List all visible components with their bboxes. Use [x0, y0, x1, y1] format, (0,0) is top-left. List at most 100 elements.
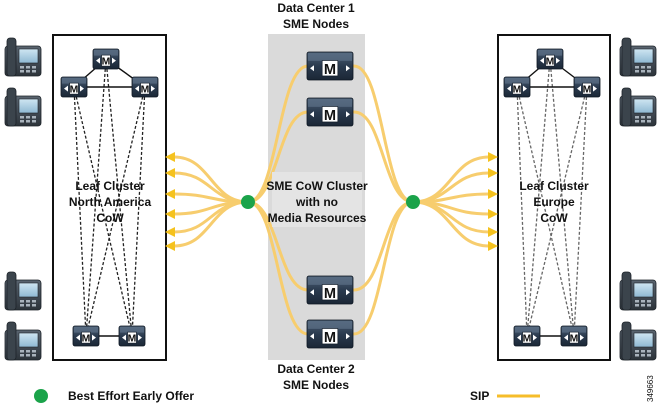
sip-trunk [352, 200, 415, 336]
leaf-eu-line2: Europe [533, 195, 575, 209]
svg-text:M: M [570, 334, 579, 345]
sip-arrowheads [165, 152, 498, 251]
leaf-na-label: Leaf Cluster North America CoW [55, 178, 165, 226]
sip-trunk [411, 200, 491, 248]
green-dot-icon [34, 389, 48, 403]
phones [4, 37, 657, 361]
svg-text:M: M [128, 334, 137, 345]
leaf-na-line2: North America [68, 195, 152, 209]
call-manager-server-icon: M [306, 97, 354, 127]
call-manager-server-icon: M [536, 48, 564, 70]
leaf-na-line3: CoW [96, 211, 124, 225]
sme-text-backdrop [272, 172, 362, 227]
figure-id: 349663 [646, 375, 655, 402]
call-manager-server-icon: M [573, 76, 601, 98]
dc2-line1: Data Center 2 [277, 362, 355, 376]
call-manager-server-icon: M [306, 319, 354, 349]
sme-cluster-label: SME CoW Cluster with no Media Resources [264, 178, 370, 226]
sip-trunk [172, 192, 250, 204]
arrowhead [165, 241, 175, 251]
arrowhead [165, 227, 175, 237]
svg-text:M: M [513, 85, 522, 96]
call-manager-server-icon: M [306, 275, 354, 305]
legend-sip-label: SIP [470, 389, 490, 403]
sip-trunk [352, 64, 415, 204]
ip-phone-icon [4, 271, 42, 311]
cluster-link-dashed [573, 86, 588, 337]
ip-phone-icon [619, 37, 657, 77]
cluster-link-dashed [516, 86, 528, 337]
cluster-link-dashed [549, 58, 575, 337]
leaf-cluster-eu-box [497, 34, 611, 361]
call-manager-server-icon: M [72, 325, 100, 347]
leaf-eu-line3: CoW [540, 211, 568, 225]
sip-trunk [352, 110, 415, 204]
sip-trunk [172, 200, 250, 248]
cluster-link-dashed [526, 58, 551, 337]
dc2-line2: SME Nodes [282, 378, 349, 392]
cluster-link-dashed [526, 86, 588, 337]
dc1-line2: SME Nodes [282, 17, 349, 31]
arrowhead [488, 152, 498, 162]
sip-trunks [172, 64, 491, 336]
sip-trunk [411, 192, 491, 204]
ip-phone-icon [619, 271, 657, 311]
svg-text:M: M [523, 334, 532, 345]
cluster-link-dashed [131, 86, 146, 337]
sip-trunk [246, 110, 310, 204]
svg-text:M: M [324, 108, 336, 124]
call-manager-server-icon: M [92, 48, 120, 70]
ip-phone-icon [619, 321, 657, 361]
sme-line1: SME CoW Cluster [266, 179, 368, 193]
ip-phone-icon [4, 87, 42, 127]
cluster-link-dashed [105, 58, 133, 337]
svg-text:M: M [141, 85, 150, 96]
cluster-link-dashed [85, 86, 146, 337]
ip-phone-icon [4, 321, 42, 361]
sme-line2: with no [296, 195, 338, 209]
beeo-dot-left [241, 195, 255, 209]
beeo-dot-right [406, 195, 420, 209]
svg-text:M: M [583, 85, 592, 96]
cluster-link-dashed [73, 86, 87, 337]
call-manager-server-icon: M [513, 325, 541, 347]
svg-text:M: M [102, 57, 111, 68]
leaf-na-line1: Leaf Cluster [75, 179, 145, 193]
sip-trunk [246, 64, 310, 204]
ip-phone-icon [4, 37, 42, 77]
cluster-link-dashed [85, 58, 107, 337]
leaf-cluster-na-box [52, 34, 167, 361]
dc2-label: Data Center 2 SME Nodes [254, 361, 378, 393]
sme-line3: Media Resources [267, 211, 367, 225]
arrowhead [488, 227, 498, 237]
svg-text:M: M [70, 85, 79, 96]
svg-text:M: M [324, 62, 336, 78]
leaf-eu-line1: Leaf Cluster [519, 179, 589, 193]
cluster-link-dashed [73, 86, 133, 337]
svg-text:M: M [82, 334, 91, 345]
arrowhead [165, 209, 175, 219]
svg-text:M: M [546, 57, 555, 68]
dc1-line1: Data Center 1 [277, 1, 355, 15]
dc1-label: Data Center 1 SME Nodes [254, 0, 378, 32]
arrowhead [165, 152, 175, 162]
call-manager-server-icon: M [60, 76, 88, 98]
call-manager-server-icon: M [118, 325, 146, 347]
arrowhead [488, 209, 498, 219]
arrowhead [488, 189, 498, 199]
call-manager-server-icon: M [560, 325, 588, 347]
call-manager-server-icon: M [131, 76, 159, 98]
arrowhead [165, 168, 175, 178]
svg-text:M: M [324, 330, 336, 346]
legend-beeo-label: Best Effort Early Offer [68, 389, 195, 403]
arrowhead [488, 241, 498, 251]
call-manager-server-icon: M [306, 51, 354, 81]
ip-phone-icon [619, 87, 657, 127]
cluster-link-dashed [516, 86, 575, 337]
svg-text:M: M [324, 286, 336, 302]
sip-trunk [246, 200, 310, 336]
leaf-eu-label: Leaf Cluster Europe CoW [500, 178, 608, 226]
arrowhead [165, 189, 175, 199]
servers: M M M M M M M M M M M M M M [60, 48, 601, 349]
